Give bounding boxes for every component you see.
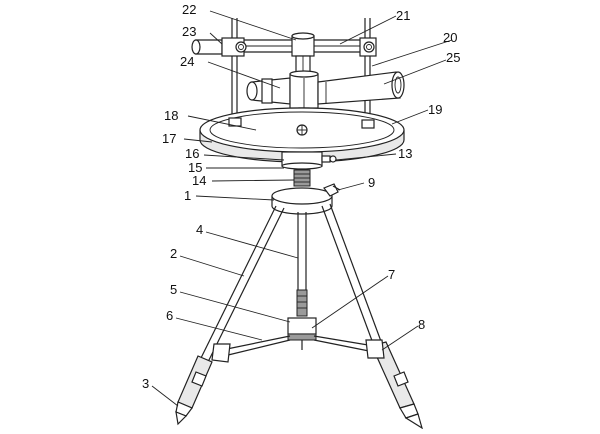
label-9: 9 xyxy=(368,175,375,190)
tripod-head xyxy=(271,183,341,215)
column-collar xyxy=(287,317,317,350)
label-19: 19 xyxy=(428,102,442,117)
label-18: 18 xyxy=(164,108,178,123)
label-17: 17 xyxy=(162,131,176,146)
label-15: 15 xyxy=(188,160,202,175)
threaded-stem xyxy=(293,169,311,187)
part-labels: 22 21 23 20 24 25 18 19 17 16 15 13 14 9… xyxy=(142,2,460,391)
telescope xyxy=(246,70,405,109)
label-23: 23 xyxy=(182,24,196,39)
label-21: 21 xyxy=(396,8,410,23)
left-knob xyxy=(191,37,247,57)
label-25: 25 xyxy=(446,50,460,65)
label-20: 20 xyxy=(443,30,457,45)
vertical-rods xyxy=(231,18,371,124)
left-leg-extension xyxy=(175,355,213,426)
leader-lines xyxy=(151,10,453,407)
label-5: 5 xyxy=(170,282,177,297)
label-6: 6 xyxy=(166,308,173,323)
tripod-legs xyxy=(199,203,383,363)
right-clamp xyxy=(359,37,377,57)
spreader-braces xyxy=(211,335,385,363)
label-2: 2 xyxy=(170,246,177,261)
label-24: 24 xyxy=(180,54,194,69)
center-column xyxy=(296,212,308,317)
label-16: 16 xyxy=(185,146,199,161)
label-8: 8 xyxy=(418,317,425,332)
label-14: 14 xyxy=(192,173,206,188)
label-7: 7 xyxy=(388,267,395,282)
label-3: 3 xyxy=(142,376,149,391)
label-22: 22 xyxy=(182,2,196,17)
label-4: 4 xyxy=(196,222,203,237)
label-13: 13 xyxy=(398,146,412,161)
rotating-base xyxy=(281,151,337,170)
turntable-disc xyxy=(199,107,405,163)
label-1: 1 xyxy=(184,188,191,203)
